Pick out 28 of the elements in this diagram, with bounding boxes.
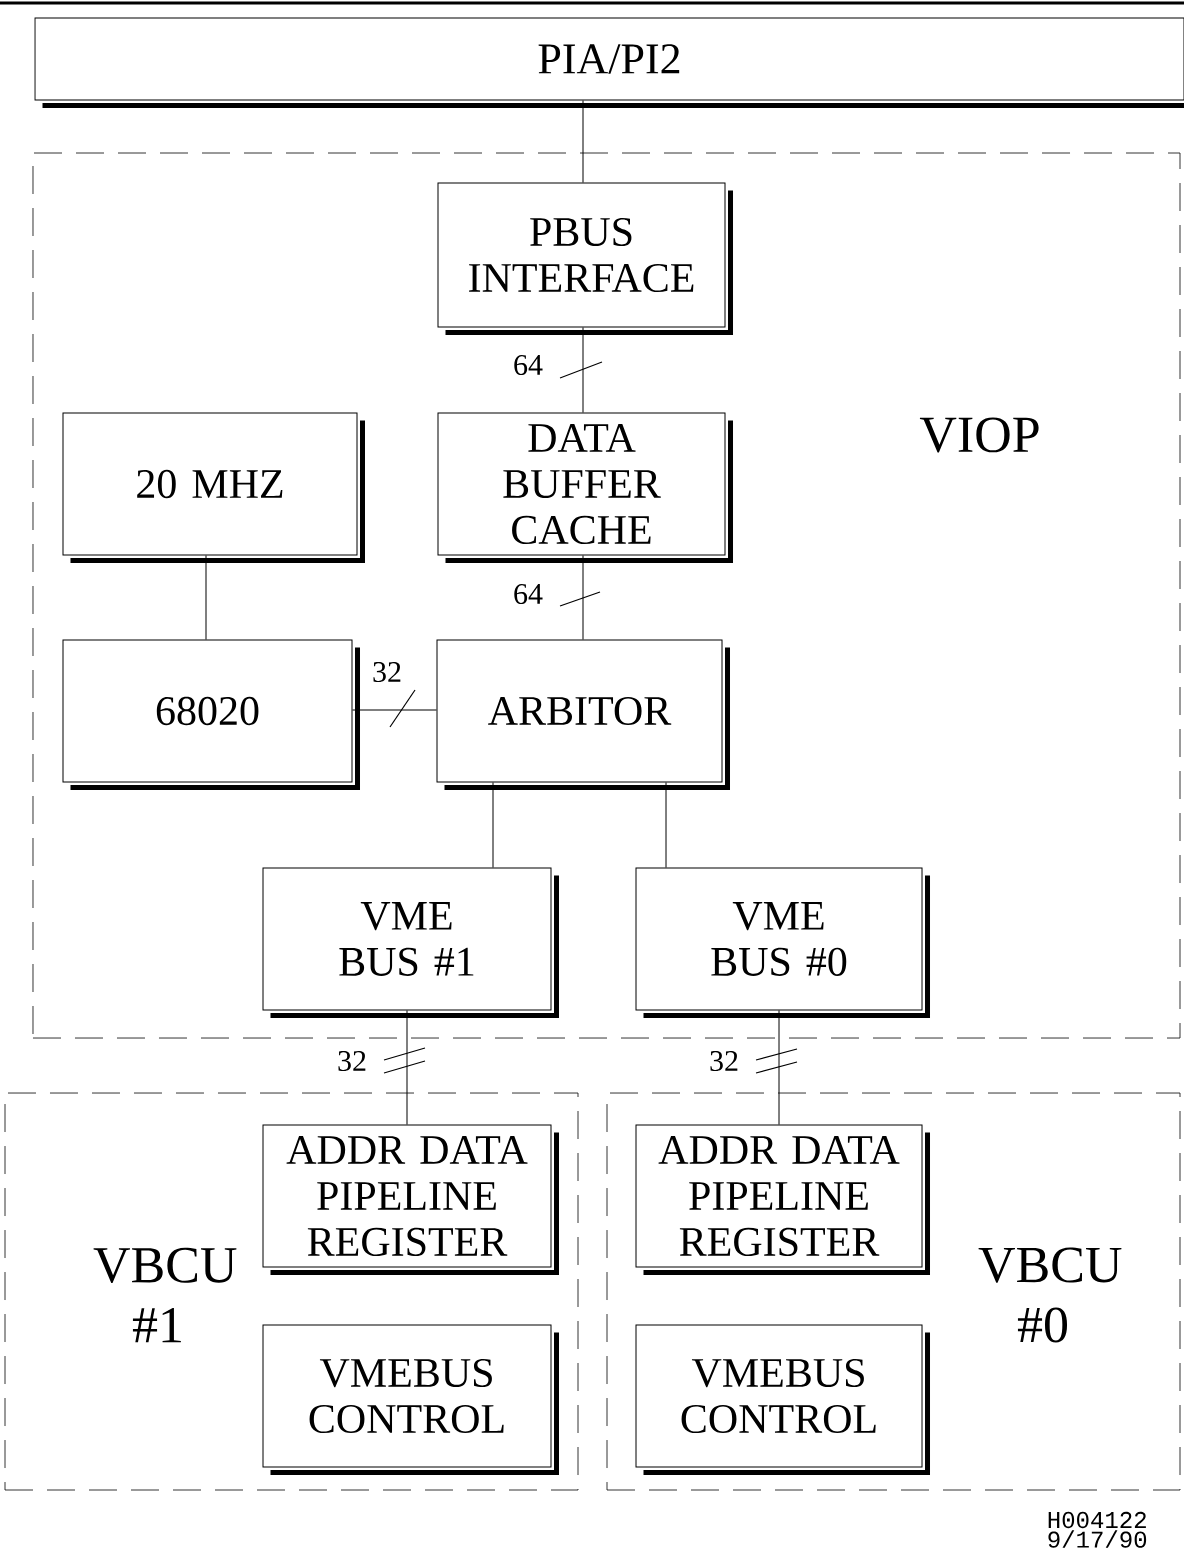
bus-width-label: 32 <box>338 1050 366 1072</box>
block-box: ADDR DATA PIPELINE REGISTER <box>262 1124 559 1275</box>
connector-line <box>582 100 584 183</box>
block-box: VME BUS #1 <box>262 867 559 1018</box>
block-box: 68020 <box>62 639 360 790</box>
bus-width-label: 32 <box>373 661 401 683</box>
block-box: ARBITOR <box>436 639 730 790</box>
drawing-number: 9/17/90 <box>1048 1530 1147 1548</box>
bus-width-label: 32 <box>710 1050 738 1072</box>
connector-line <box>406 1010 408 1125</box>
block-box: PBUS INTERFACE <box>437 182 733 335</box>
connector-line <box>582 555 584 640</box>
connector-line <box>582 327 584 413</box>
connector-line <box>492 782 494 868</box>
block-box: VME BUS #0 <box>635 867 930 1018</box>
connector-line <box>352 709 437 711</box>
block-box: VMEBUS CONTROL <box>635 1324 930 1475</box>
block-box: DATA BUFFER CACHE <box>437 412 733 563</box>
connector-line <box>665 782 667 868</box>
connector-line <box>778 1010 780 1125</box>
bus-width-label: 64 <box>514 354 543 376</box>
connector-line <box>205 555 207 640</box>
block-box: ADDR DATA PIPELINE REGISTER <box>635 1124 930 1275</box>
bus-width-label: 64 <box>514 583 543 605</box>
block-box: VMEBUS CONTROL <box>262 1324 559 1475</box>
block-box: PIA/PI2 <box>34 17 1184 108</box>
block-box: 20 MHZ <box>62 412 365 563</box>
drawing-number: H004122 <box>1048 1511 1146 1529</box>
